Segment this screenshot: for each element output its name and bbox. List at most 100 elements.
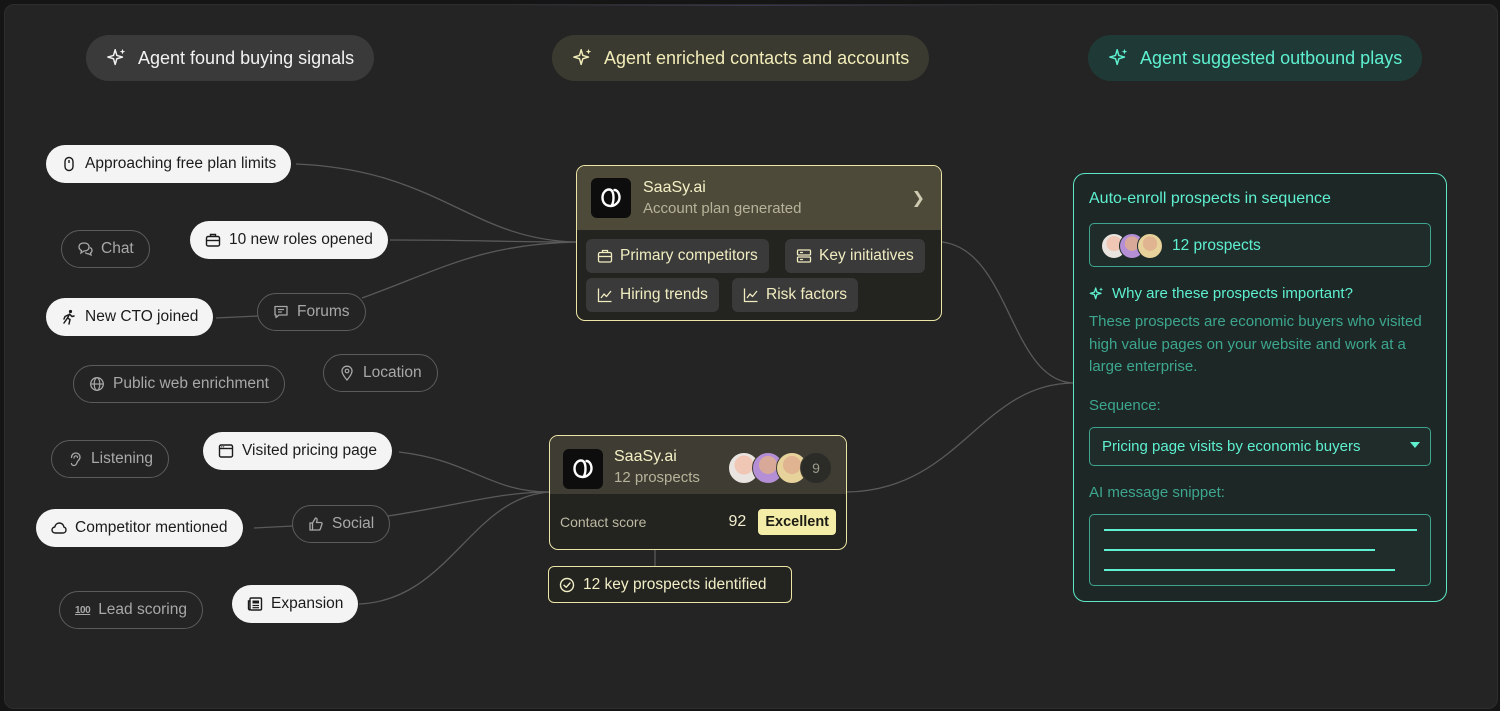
link-pricing-contacts: [398, 451, 550, 493]
avatar-stack[interactable]: 9: [728, 452, 832, 484]
signal-expansion[interactable]: Expansion: [232, 585, 359, 623]
person-walking-icon: [63, 309, 75, 325]
account-name: SaaSy.ai: [643, 179, 706, 196]
account-card-header: SaaSy.ai Account plan generated ❯: [577, 166, 941, 230]
why-description: These prospects are economic buyers who …: [1089, 313, 1422, 375]
link-forums-account: [361, 241, 578, 299]
check-circle-icon: [559, 577, 575, 592]
header-label: Agent found buying signals: [138, 47, 355, 68]
signal-listening[interactable]: Listening: [51, 440, 170, 478]
chip-risk-factors[interactable]: Risk factors: [732, 278, 858, 312]
chip-label: Risk factors: [766, 286, 847, 303]
signal-lead-scoring[interactable]: 100 Lead scoring: [59, 591, 203, 629]
chat-icon: [78, 242, 93, 257]
contact-score-label: Contact score: [560, 514, 647, 530]
contacts-subtitle: 12 prospects: [614, 469, 700, 486]
link-contacts-panel: [846, 382, 1074, 493]
signal-social[interactable]: Social: [292, 505, 391, 543]
sparkle-icon: [573, 48, 592, 66]
outbound-play-panel: Auto-enroll prospects in sequence 12 pro…: [1073, 173, 1447, 602]
chip-primary-competitors[interactable]: Primary competitors: [586, 239, 769, 273]
signal-label: Lead scoring: [98, 601, 187, 618]
signal-label: Chat: [101, 240, 134, 257]
contacts-account-name: SaaSy.ai: [614, 448, 677, 465]
header-enriched: Agent enriched contacts and accounts: [552, 35, 930, 81]
signal-label: Social: [332, 515, 375, 532]
sequence-label: Sequence:: [1089, 397, 1161, 414]
chart-line-icon: [743, 288, 758, 303]
contact-score-value: 92: [728, 513, 747, 530]
chip-label: Hiring trends: [620, 286, 708, 303]
header-suggested: Agent suggested outbound plays: [1088, 35, 1423, 81]
contacts-card-header: SaaSy.ai 12 prospects 9: [550, 436, 846, 494]
why-title: Why are these prospects important?: [1112, 285, 1353, 302]
message-snippet[interactable]: [1089, 514, 1431, 586]
status-badge: Excellent: [758, 509, 836, 535]
hundred-points-icon: 100: [75, 604, 91, 616]
chart-line-icon: [597, 288, 612, 303]
chip-label: Primary competitors: [620, 247, 758, 264]
server-icon: [796, 249, 812, 263]
signal-label: Listening: [91, 450, 154, 467]
chip-label: Key initiatives: [819, 247, 914, 264]
prospects-selector[interactable]: 12 prospects: [1089, 223, 1431, 267]
account-plan-card[interactable]: SaaSy.ai Account plan generated ❯ Primar…: [576, 165, 942, 321]
header-label: Agent enriched contacts and accounts: [604, 47, 910, 68]
link-social-contacts: [387, 491, 550, 517]
contact-score-row: Contact score 92 Excellent: [550, 494, 846, 549]
newspaper-icon: [247, 597, 263, 611]
signal-approaching-limits[interactable]: Approaching free plan limits: [46, 145, 292, 183]
signal-label: Visited pricing page: [242, 442, 377, 459]
signal-label: Expansion: [271, 595, 344, 612]
contacts-card[interactable]: SaaSy.ai 12 prospects 9 Contact score 92…: [549, 435, 847, 550]
chip-key-initiatives[interactable]: Key initiatives: [785, 239, 925, 273]
chip-hiring-trends[interactable]: Hiring trends: [586, 278, 719, 312]
signal-label: Competitor mentioned: [75, 519, 228, 536]
link-cto-forums: [215, 315, 259, 319]
sparkle-icon: [107, 48, 126, 66]
signal-label: Forums: [297, 303, 350, 320]
header-found-signals: Agent found buying signals: [86, 35, 375, 81]
briefcase-icon: [205, 233, 221, 247]
signal-new-cto[interactable]: New CTO joined: [46, 298, 214, 336]
sparkle-icon: [1089, 286, 1103, 299]
signal-label: 10 new roles opened: [229, 231, 373, 248]
signal-label: Location: [363, 364, 422, 381]
prospects-count: 12 prospects: [1172, 237, 1261, 254]
cloud-icon: [51, 522, 67, 534]
sparkle-icon: [1109, 48, 1128, 66]
avatar-stack: [1101, 233, 1163, 259]
link-expansion-contacts: [358, 491, 550, 605]
caret-down-icon: [1410, 442, 1420, 448]
signal-competitor[interactable]: Competitor mentioned: [36, 509, 243, 547]
snippet-line: [1104, 529, 1417, 531]
why-heading: Why are these prospects important?: [1089, 285, 1353, 302]
ear-icon: [70, 452, 81, 467]
globe-icon: [90, 377, 104, 391]
browser-window-icon: [218, 444, 234, 458]
account-subtitle: Account plan generated: [643, 200, 802, 217]
header-label: Agent suggested outbound plays: [1140, 47, 1403, 68]
snippet-label: AI message snippet:: [1089, 484, 1225, 501]
sequence-value: Pricing page visits by economic buyers: [1102, 438, 1361, 455]
link-roles-account: [389, 239, 578, 243]
mouse-icon: [64, 156, 74, 172]
signal-new-roles[interactable]: 10 new roles opened: [190, 221, 388, 259]
message-square-icon: [274, 305, 288, 319]
saasy-logo-icon: [563, 449, 603, 489]
link-account-panel: [941, 241, 1074, 384]
signal-chat[interactable]: Chat: [61, 230, 150, 268]
briefcase-icon: [597, 249, 613, 263]
thumbs-up-icon: [309, 517, 323, 531]
signal-forums[interactable]: Forums: [257, 293, 366, 331]
snippet-line: [1104, 549, 1375, 551]
sequence-select[interactable]: Pricing page visits by economic buyers: [1089, 427, 1431, 466]
signal-location[interactable]: Location: [323, 354, 438, 392]
signal-public-web[interactable]: Public web enrichment: [73, 365, 285, 403]
chevron-right-icon[interactable]: ❯: [911, 190, 925, 207]
signal-visited-pricing[interactable]: Visited pricing page: [203, 432, 392, 470]
map-pin-icon: [341, 365, 353, 381]
avatar: [1137, 233, 1163, 259]
saasy-logo-icon: [591, 178, 631, 218]
